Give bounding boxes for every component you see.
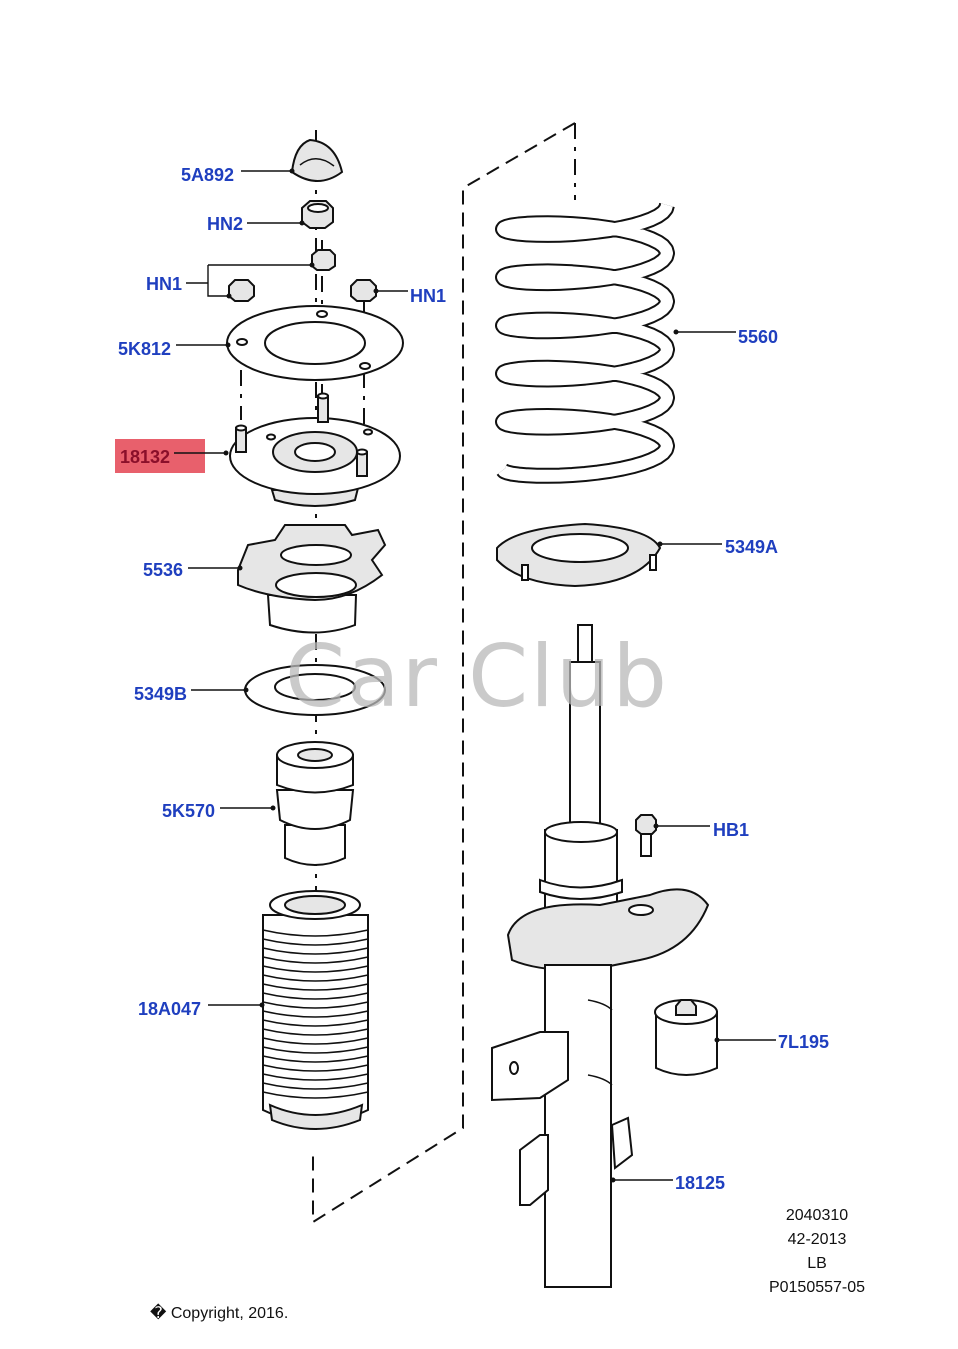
- label-18125: 18125: [675, 1173, 725, 1193]
- label-hb1: HB1: [713, 820, 749, 840]
- ref-code-2: 42-2013: [788, 1231, 847, 1248]
- part-5560-coil-spring: [495, 200, 675, 484]
- label-hn1-left: HN1: [146, 274, 182, 294]
- part-hn1-nuts: [228, 249, 377, 302]
- part-7l195-bushing: [654, 999, 718, 1076]
- part-hn2-nut: [301, 200, 334, 229]
- part-5k812-plate: [226, 305, 404, 381]
- label-18132: 18132: [120, 447, 170, 467]
- label-7l195: 7L195: [778, 1032, 829, 1052]
- label-5k570: 5K570: [162, 801, 215, 821]
- reference-block: 2040310 42-2013 LB P0150557-05: [769, 1207, 865, 1296]
- label-hn2: HN2: [207, 214, 243, 234]
- label-hn1-right: HN1: [410, 286, 446, 306]
- ref-code-1: 2040310: [786, 1207, 848, 1224]
- ref-code-4: P0150557-05: [769, 1279, 865, 1296]
- part-18125-strut: [491, 624, 710, 1288]
- leader-lines: [174, 168, 776, 1183]
- label-5536: 5536: [143, 560, 183, 580]
- label-5a892: 5A892: [181, 165, 234, 185]
- part-5k570-bump-stop: [275, 741, 355, 866]
- label-5349a: 5349A: [725, 537, 778, 557]
- label-5k812: 5K812: [118, 339, 171, 359]
- part-5349b-insulator: [244, 664, 386, 716]
- watermark-text: Car Club: [285, 627, 667, 727]
- part-18132-top-mount: [229, 392, 401, 507]
- label-5560: 5560: [738, 327, 778, 347]
- part-5a892-cap: [290, 138, 344, 182]
- part-5349a-lower-insulator: [496, 522, 662, 588]
- highlight-18132: [115, 439, 205, 473]
- ref-code-3: LB: [807, 1255, 827, 1272]
- part-hb1-bolt: [635, 814, 657, 857]
- copyright-text: � Copyright, 2016.: [150, 1303, 288, 1322]
- label-5349b: 5349B: [134, 684, 187, 704]
- label-18a047: 18A047: [138, 999, 201, 1019]
- callout-labels: 5A892 HN2 HN1 HN1 5K812 18132 5536 5349B…: [118, 165, 829, 1193]
- part-5536-upper-seat: [237, 524, 387, 634]
- part-18a047-dust-boot: [262, 890, 369, 1130]
